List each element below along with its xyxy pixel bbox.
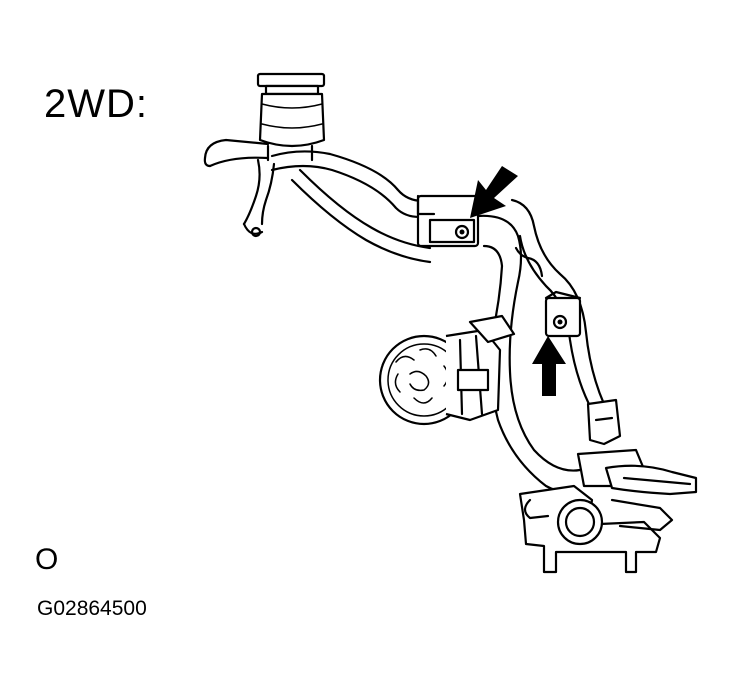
steering-gear [518,398,698,574]
arrow-down-left-icon [470,166,518,218]
reservoir-hoses [203,138,434,264]
arrow-up-icon [532,336,566,396]
figure-code: G02864500 [37,597,147,620]
upper-clamp [416,194,480,248]
lower-clamp [544,290,582,338]
corner-mark: O [35,543,59,576]
reservoir [256,72,326,162]
power-steering-pump [378,314,516,426]
left-bracket [242,158,276,238]
diagram-title: 2WD: [44,82,148,126]
